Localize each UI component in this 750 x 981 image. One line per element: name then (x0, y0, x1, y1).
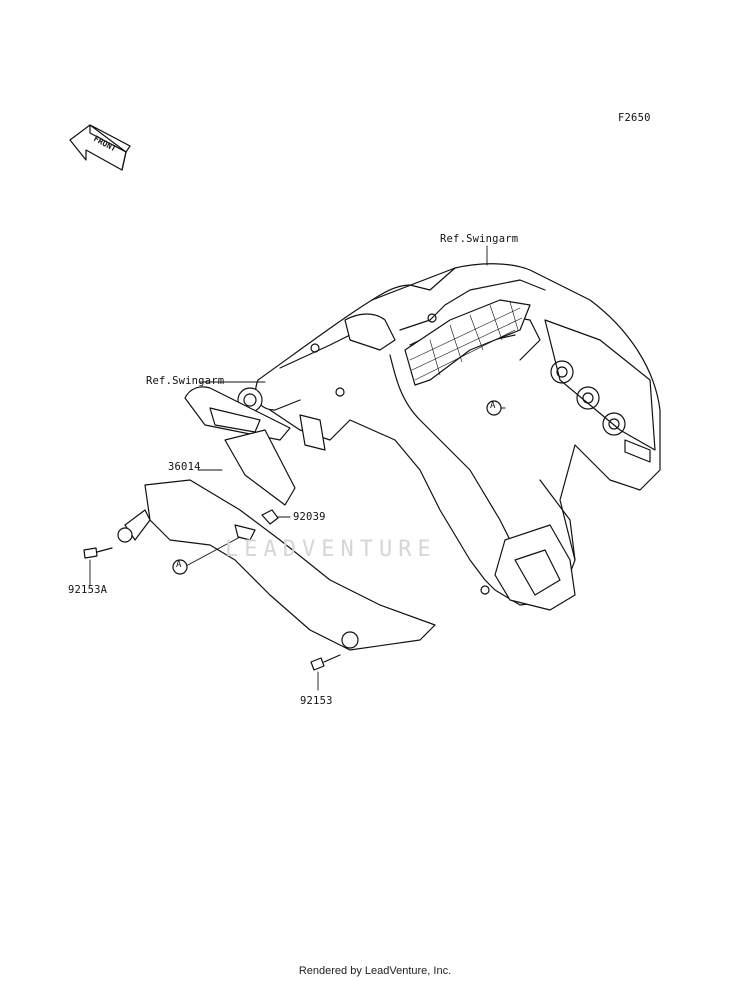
part-92153A-label[interactable]: 92153A (68, 584, 108, 596)
chain-cover-36014 (117, 479, 436, 651)
callout-a-circle-right (486, 400, 502, 416)
part-36014-label[interactable]: 36014 (168, 461, 201, 473)
clip-92039 (261, 509, 279, 525)
callout-a-left: A (176, 560, 182, 570)
swingarm-body (237, 263, 661, 611)
part-92039-label[interactable]: 92039 (293, 511, 326, 523)
ref-swingarm-right-label: Ref.Swingarm (440, 233, 519, 245)
front-arrow-icon (69, 124, 131, 171)
callout-a-circle-left (172, 559, 188, 575)
callout-a-right: A (490, 401, 496, 411)
part-92153-label[interactable]: 92153 (300, 695, 333, 707)
watermark-text: LEADVENTURE (225, 537, 437, 562)
bolt-92153 (310, 654, 341, 671)
chain-guard-inner (184, 386, 326, 506)
ref-swingarm-left-label: Ref.Swingarm (146, 375, 225, 387)
footer-credit: Rendered by LeadVenture, Inc. (298, 965, 452, 977)
figure-code: F2650 (618, 112, 651, 124)
bolt-92153A (83, 547, 113, 559)
